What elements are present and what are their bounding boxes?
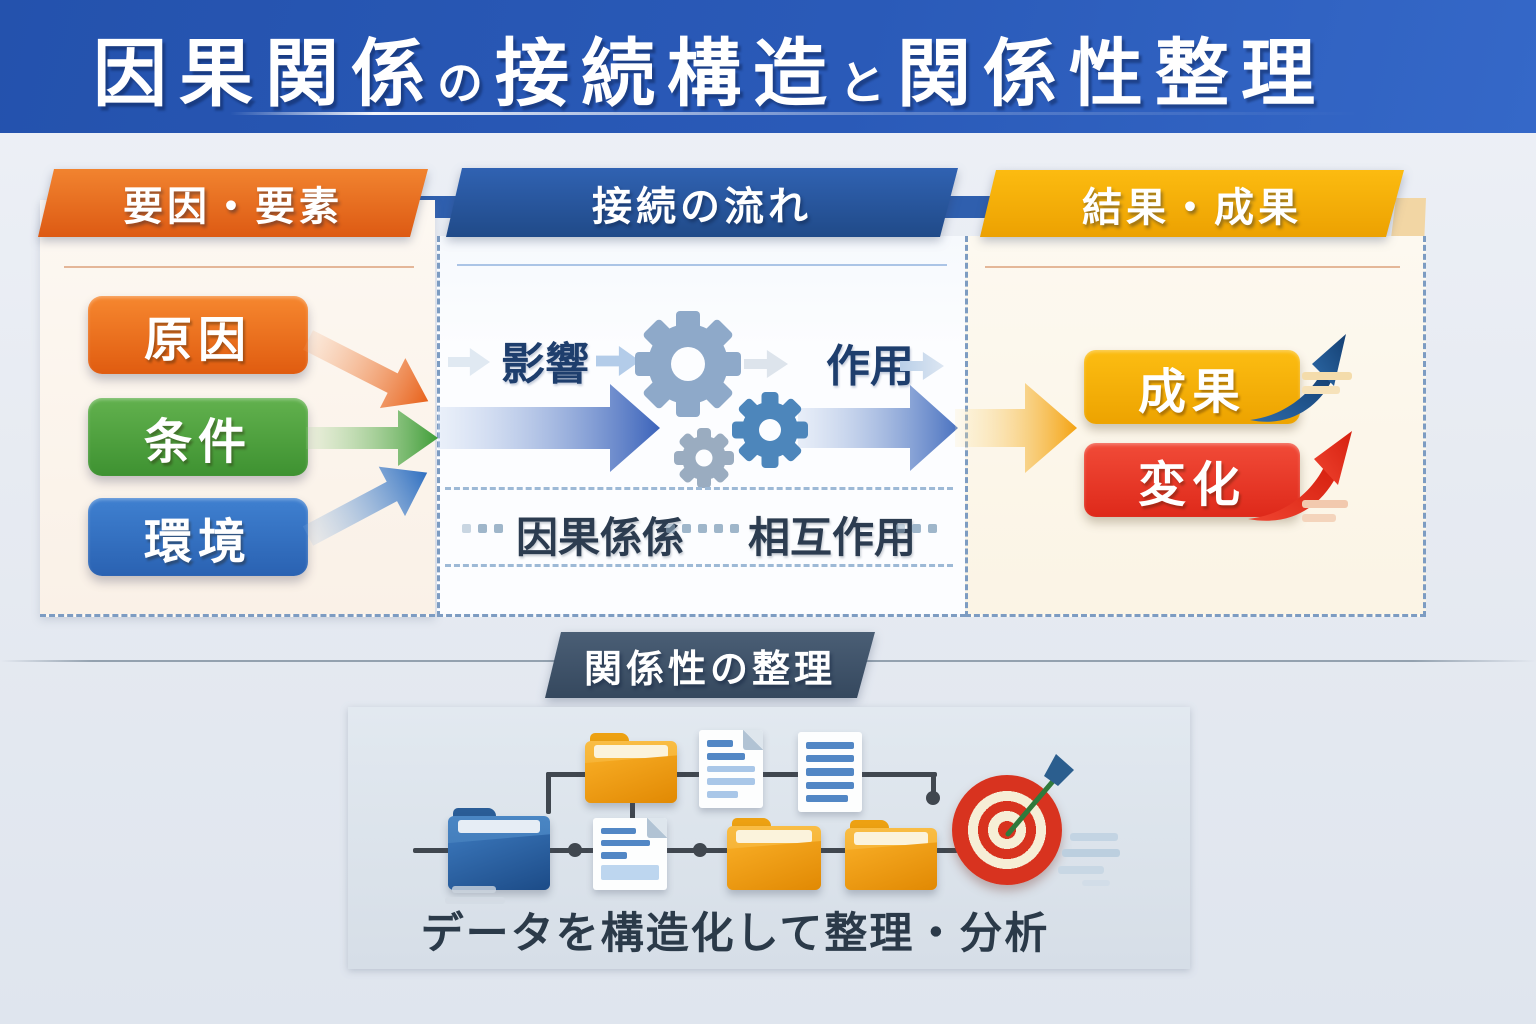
title-segment: 因果関係 [93,32,437,115]
dotted-marks [896,524,937,533]
title-particle: と [839,57,897,109]
divider-line [64,266,414,268]
result-box-outcome: 成果 [1084,350,1300,424]
connector-node-dot [568,843,582,857]
header-bar: 因果関係の接続構造と関係性整理 [0,0,1536,133]
relation-banner-wrap: 関係性の整理 [545,632,875,698]
arrow-right-icon [438,384,660,472]
ghost-text-bar [1302,514,1336,522]
banner-connector [938,196,998,218]
ghost-text-bar [1082,880,1110,886]
arrow-right-icon [306,410,438,466]
flow-label-influence: 影響 [501,340,589,389]
flow-header-banner: 接続の流れ [446,168,958,237]
ghost-text-bar [1302,386,1340,394]
arrow-right-icon [955,383,1077,473]
divider-line [985,266,1400,268]
ghost-text-bar [1302,500,1348,508]
relation-banner: 関係性の整理 [545,632,875,698]
flow-connector-line [413,848,958,853]
connector-node-dot [693,843,707,857]
factors-header-wrap: 要因・要素 [38,169,428,237]
dashed-divider [445,487,953,490]
document-icon [798,732,862,812]
folder-icon [448,808,550,890]
folder-icon [845,820,937,890]
flow-label-interaction: 相互作用 [747,514,916,561]
gear-icon [674,428,734,488]
header-swoosh-line [230,112,1420,115]
result-box-change: 変化 [1084,443,1300,517]
ghost-text-bar [452,886,496,893]
ghost-text-bar [1058,866,1104,874]
page-title: 因果関係の接続構造と関係性整理 [0,14,1420,121]
title-segment: 接続構造 [495,32,839,115]
connector-node-dot [926,791,940,805]
flow-label-action: 作用 [826,342,914,391]
factor-box-condition: 条件 [88,398,308,476]
ghost-text-bar [1070,833,1118,841]
results-header-banner: 結果・成果 [980,170,1404,237]
factor-box-cause: 原因 [88,296,308,374]
curved-growth-arrow-icon [1248,431,1352,521]
dotted-marks [462,524,503,533]
arrow-right-icon [798,385,958,471]
document-icon [593,818,667,890]
results-header-wrap: 結果・成果 [980,170,1404,237]
flow-label-causal: 因果係係 [515,514,684,561]
title-particle: の [437,57,495,109]
flow-connector-line [546,772,551,814]
main-flow-arrows-icon [438,383,1077,473]
factors-header-banner: 要因・要素 [38,169,428,237]
factor-box-environment: 環境 [88,498,308,576]
arrow-right-icon [302,466,428,546]
bottom-caption: データを構造化して整理・分析 [420,910,1050,958]
divider-line [457,264,947,266]
dashed-divider [445,564,953,567]
flow-connector-line [931,774,936,798]
arrow-right-icon [303,330,429,409]
document-icon [699,730,763,808]
gear-icon [732,392,808,468]
dotted-marks [666,524,739,533]
folder-icon [585,733,677,803]
dart-icon [1005,754,1074,837]
flow-header-wrap: 接続の流れ [446,168,958,237]
factor-arrows-icon [302,330,438,546]
title-segment: 関係性整理 [897,32,1327,115]
gear-icon [635,311,741,417]
ghost-text-bar [1062,849,1120,857]
ghost-text-bar [1302,372,1352,380]
ghost-text-bar [445,897,505,904]
folder-icon [727,818,821,890]
